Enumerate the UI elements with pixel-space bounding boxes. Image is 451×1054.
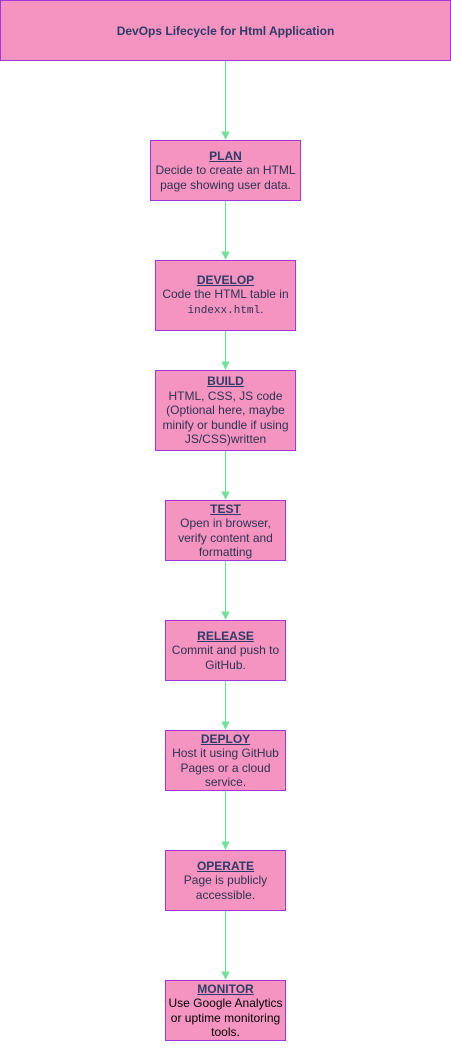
step-deploy: DEPLOY Host it using GitHub Pages or a c… xyxy=(165,730,286,791)
diagram-title-text: DevOps Lifecycle for Html Application xyxy=(116,23,335,38)
step-title: DEPLOY xyxy=(200,731,251,746)
step-description: Code the HTML table in xyxy=(162,287,289,302)
step-description-code-line: indexx.html. xyxy=(188,302,264,319)
step-plan: PLAN Decide to create an HTML page showi… xyxy=(150,140,301,201)
step-develop: DEVELOP Code the HTML table in indexx.ht… xyxy=(155,260,296,331)
step-release: RELEASE Commit and push to GitHub. xyxy=(165,620,286,681)
step-title: OPERATE xyxy=(196,858,255,873)
step-title: RELEASE xyxy=(197,628,254,643)
step-description: Page is publicly accessible. xyxy=(183,873,268,902)
step-description: Use Google Analytics or uptime monitorin… xyxy=(168,996,283,1039)
step-title: PLAN xyxy=(209,148,242,163)
step-description: Open in browser, verify content and form… xyxy=(178,516,273,559)
step-monitor: MONITOR Use Google Analytics or uptime m… xyxy=(165,980,286,1041)
step-operate: OPERATE Page is publicly accessible. xyxy=(165,850,286,911)
step-title: BUILD xyxy=(207,374,244,389)
step-test: TEST Open in browser, verify content and… xyxy=(165,500,286,561)
file-name: indexx.html xyxy=(187,304,261,317)
step-title: DEVELOP xyxy=(196,272,255,287)
step-description: Commit and push to GitHub. xyxy=(171,643,280,672)
step-description: Host it using GitHub Pages or a cloud se… xyxy=(172,746,279,789)
step-title: TEST xyxy=(210,501,241,516)
step-description: Decide to create an HTML page showing us… xyxy=(155,163,296,192)
diagram-title: DevOps Lifecycle for Html Application xyxy=(0,0,451,61)
step-build: BUILD HTML, CSS, JS code (Optional here,… xyxy=(155,370,296,451)
step-description-end: . xyxy=(260,301,264,316)
step-description: HTML, CSS, JS code (Optional here, maybe… xyxy=(162,388,289,447)
step-title: MONITOR xyxy=(197,981,254,996)
